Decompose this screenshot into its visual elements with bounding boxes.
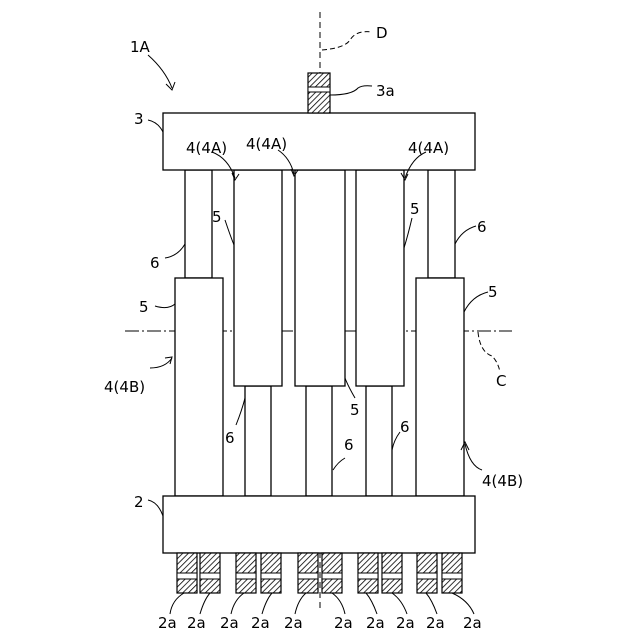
label-2a: 2a [284,614,303,632]
label-5-center: 5 [350,401,360,419]
label-3a: 3a [376,82,395,100]
label-6-lower-left: 6 [225,429,235,447]
pin-2a [261,553,281,593]
label-6-upper-right: 6 [477,218,487,236]
block-4a-right [356,170,404,386]
label-2a: 2a [463,614,482,632]
pin-2a [382,553,402,593]
label-5-mid-left: 5 [139,298,149,316]
rod-6-upper-right [428,170,455,278]
label-4a-left: 4(4A) [186,139,227,157]
label-2a: 2a [187,614,206,632]
pin-2a [322,553,342,593]
pin-2a [358,553,378,593]
label-4b-left: 4(4B) [104,378,145,396]
label-2a: 2a [396,614,415,632]
label-5-mid-right: 5 [488,283,498,301]
label-5-upper-left: 5 [212,208,222,226]
label-axis-d: D [376,24,388,42]
label-4a-center: 4(4A) [246,135,287,153]
pin-2a [236,553,256,593]
label-2a: 2a [158,614,177,632]
pin-2a [200,553,220,593]
rod-6-lower-center [306,386,332,496]
label-6-lower-center: 6 [344,436,354,454]
block-4b-left [175,278,223,496]
block-4a-center [295,170,345,386]
block-4a-left [234,170,282,386]
rod-6-upper-left [185,170,212,278]
pin-2a [177,553,197,593]
pin-2a [417,553,437,593]
label-2a: 2a [251,614,270,632]
label-1a: 1A [130,38,151,56]
label-2a: 2a [334,614,353,632]
label-2a: 2a [220,614,239,632]
label-2: 2 [134,493,144,511]
label-2a: 2a [426,614,445,632]
label-4a-right: 4(4A) [408,139,449,157]
pin-2a [442,553,462,593]
rod-6-lower-left [245,386,271,496]
label-4b-right: 4(4B) [482,472,523,490]
label-axis-c: C [496,372,506,390]
plate-2 [163,496,475,553]
block-4b-right [416,278,464,496]
label-6-upper-left: 6 [150,254,160,272]
label-6-lower-right: 6 [400,418,410,436]
label-2a: 2a [366,614,385,632]
pin-3a [308,73,330,113]
pin-2a [298,553,318,593]
label-5-upper-right: 5 [410,200,420,218]
label-3: 3 [134,110,144,128]
rod-6-lower-right [366,386,392,496]
